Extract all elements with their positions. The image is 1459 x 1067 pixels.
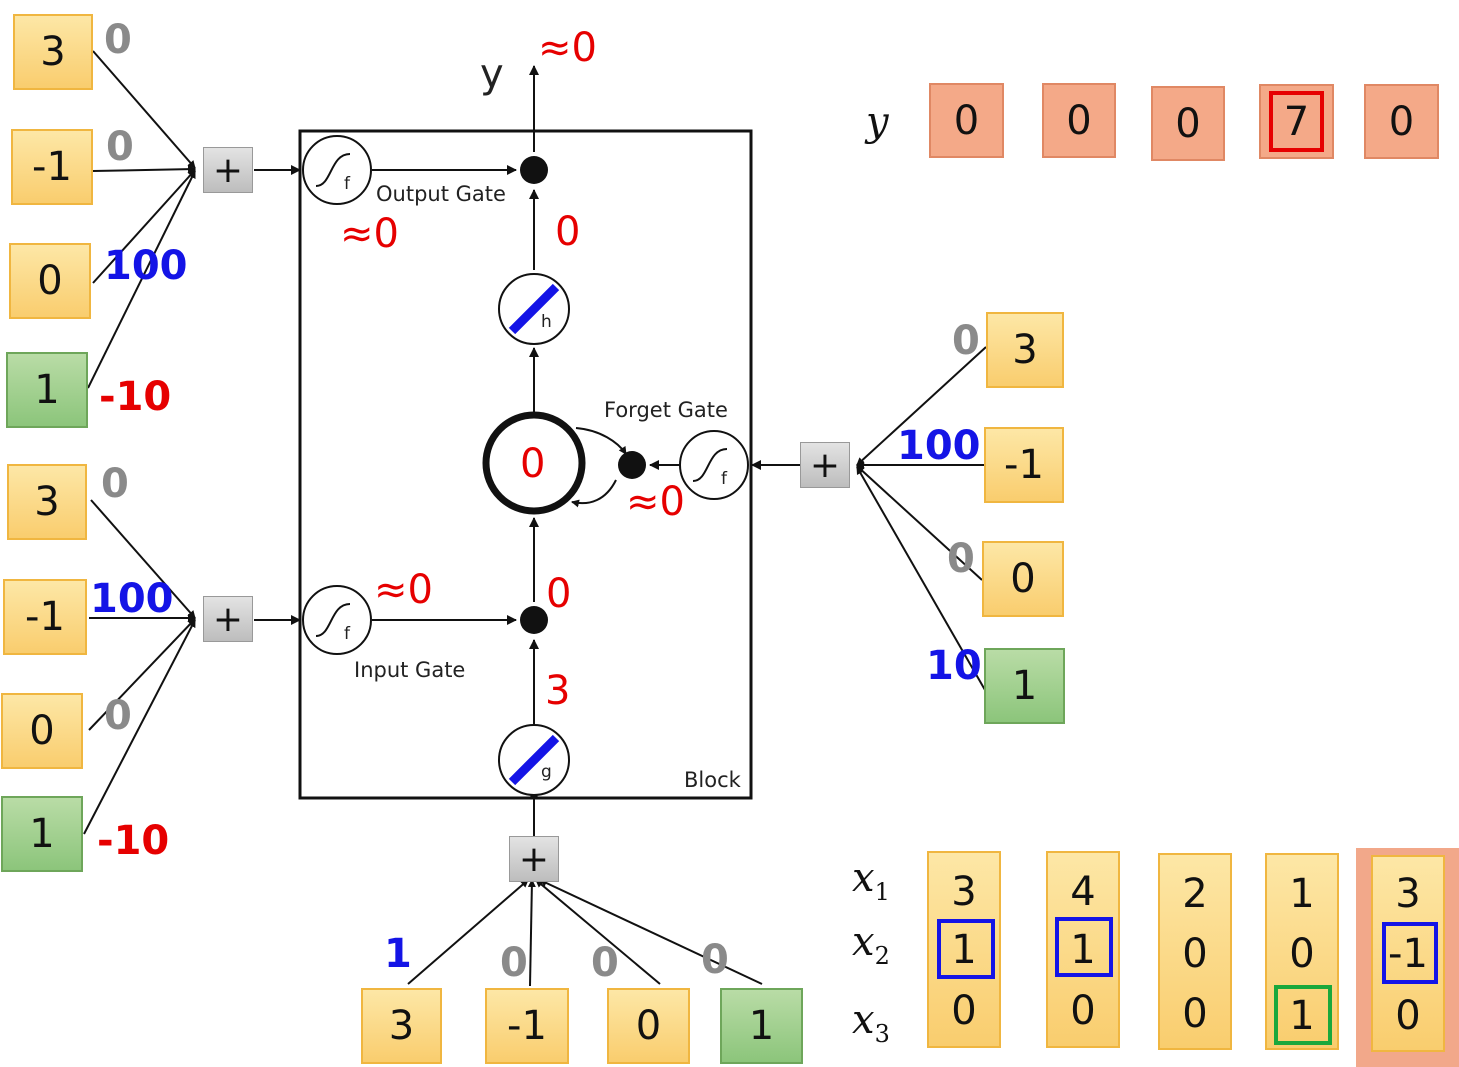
output-gate-value: ≈0 <box>340 211 399 257</box>
input-gate-weight-1: 0 <box>101 461 129 507</box>
h-out-value: 0 <box>555 209 581 255</box>
cell-input-weight-3: 0 <box>591 940 619 986</box>
cell-input-x3: 0 <box>607 988 690 1064</box>
forget-gate-input-x1: 3 <box>986 312 1064 388</box>
output-symbol: y <box>480 51 504 97</box>
x-col5-x3: 0 <box>1395 993 1421 1039</box>
x-col2-x2-highlight <box>1055 917 1113 977</box>
y-value-3: 0 <box>1151 86 1225 161</box>
output-gate-weight-3: 100 <box>104 243 188 289</box>
cell-value: 0 <box>520 441 546 487</box>
input-gate-input-x1: 3 <box>7 464 87 540</box>
x3-row-label: x3 <box>852 997 890 1048</box>
y-value-5: 0 <box>1364 84 1439 159</box>
forget-gate-weight-3: 0 <box>947 536 975 582</box>
y-value-1: 0 <box>929 83 1004 158</box>
forget-gate-weight-1: 0 <box>952 318 980 364</box>
x-col1-x2-highlight <box>937 919 995 979</box>
cell-input-sum: + <box>509 836 559 882</box>
input-multiply-node <box>520 606 548 634</box>
block-label: Block <box>684 768 741 792</box>
y-out-value: ≈0 <box>538 25 597 71</box>
x-col2-x1: 4 <box>1070 869 1096 915</box>
internal-connections <box>372 65 680 725</box>
h-letter: h <box>541 312 552 332</box>
x-col4-x3: 1 <box>1289 993 1315 1039</box>
cell-input-weight-2: 0 <box>500 940 528 986</box>
input-gate-sigmoid <box>302 585 372 655</box>
x-col1-x3: 0 <box>951 988 977 1034</box>
input-gate-sum: + <box>203 596 253 642</box>
input-gate-input-bias: 1 <box>1 796 83 872</box>
x-col4-x1: 1 <box>1289 871 1315 917</box>
x-col5-x2-highlight <box>1382 922 1438 984</box>
output-gate-weight-4: -10 <box>99 374 172 420</box>
cell-input-bias: 1 <box>720 988 803 1064</box>
h-activation <box>498 273 570 345</box>
cell-input-lines <box>407 879 763 987</box>
output-gate-input-x3: 0 <box>9 243 91 319</box>
input-gate-weight-4: -10 <box>97 818 170 864</box>
y-sequence-label: y <box>866 99 889 145</box>
input-gate-value: ≈0 <box>374 567 433 613</box>
forget-gate-value: ≈0 <box>626 479 685 525</box>
y-value-4-highlight <box>1269 91 1324 152</box>
output-gate-input-bias: 1 <box>6 352 88 428</box>
x-col4-x3-highlight <box>1274 985 1332 1045</box>
forget-gate-input-x2: -1 <box>984 427 1064 503</box>
output-gate-weight-2: 0 <box>106 124 134 170</box>
forget-gate-input-bias: 1 <box>984 648 1065 724</box>
gated-input-value: 0 <box>546 571 572 617</box>
cell-input-x1: 3 <box>361 988 442 1064</box>
forget-gate-weight-2: 100 <box>897 423 981 469</box>
input-gate-weight-2: 100 <box>90 576 174 622</box>
input-gate-input-x3: 0 <box>1 693 83 769</box>
g-letter: g <box>541 762 552 782</box>
x-col5-x2: -1 <box>1388 931 1428 977</box>
input-gate-input-lines <box>83 499 196 835</box>
x-column-3 <box>1158 853 1232 1050</box>
cell-input-weight-1: 1 <box>384 931 412 977</box>
x1-row-label: x1 <box>852 855 890 906</box>
input-gate-label: Input Gate <box>354 658 466 682</box>
x-col3-x1: 2 <box>1182 871 1208 917</box>
cell-input-x2: -1 <box>485 988 569 1064</box>
x-col2-x2: 1 <box>1070 927 1096 973</box>
forget-gate-sum: + <box>800 442 850 488</box>
output-gate-input-x2: -1 <box>11 129 93 205</box>
output-gate-weight-1: 0 <box>104 17 132 63</box>
forget-gate-label: Forget Gate <box>604 398 728 422</box>
output-multiply-node <box>520 156 548 184</box>
g-out-value: 3 <box>545 668 571 714</box>
forget-gate-weight-4: 10 <box>926 643 982 689</box>
cell-input-weight-4: 0 <box>701 937 729 983</box>
g-activation <box>498 724 570 796</box>
forget-gate-f-letter: f <box>721 469 727 489</box>
output-gate-f-letter: f <box>344 174 350 194</box>
y-value-2: 0 <box>1042 83 1116 158</box>
x2-row-label: x2 <box>852 919 890 970</box>
forget-gate-input-x3: 0 <box>982 541 1064 617</box>
forget-multiply-node <box>618 451 646 479</box>
input-gate-weight-3: 0 <box>104 693 132 739</box>
output-gate-input-lines <box>87 50 196 389</box>
input-gate-input-x2: -1 <box>3 579 87 655</box>
x-col4-x2: 0 <box>1289 931 1315 977</box>
cell-state-node <box>482 411 586 515</box>
forget-gate-sigmoid <box>679 430 749 500</box>
output-gate-sigmoid <box>302 135 372 205</box>
output-gate-label: Output Gate <box>376 182 506 206</box>
x-col2-x3: 0 <box>1070 988 1096 1034</box>
x-col5-x1: 3 <box>1395 871 1421 917</box>
output-gate-input-x1: 3 <box>13 14 93 90</box>
x-col1-x1: 3 <box>951 869 977 915</box>
input-gate-f-letter: f <box>344 624 350 644</box>
x-col1-x2: 1 <box>951 927 977 973</box>
x-col3-x2: 0 <box>1182 931 1208 977</box>
output-gate-sum: + <box>203 147 253 193</box>
forget-gate-input-lines <box>856 346 987 691</box>
x-col3-x3: 0 <box>1182 991 1208 1037</box>
